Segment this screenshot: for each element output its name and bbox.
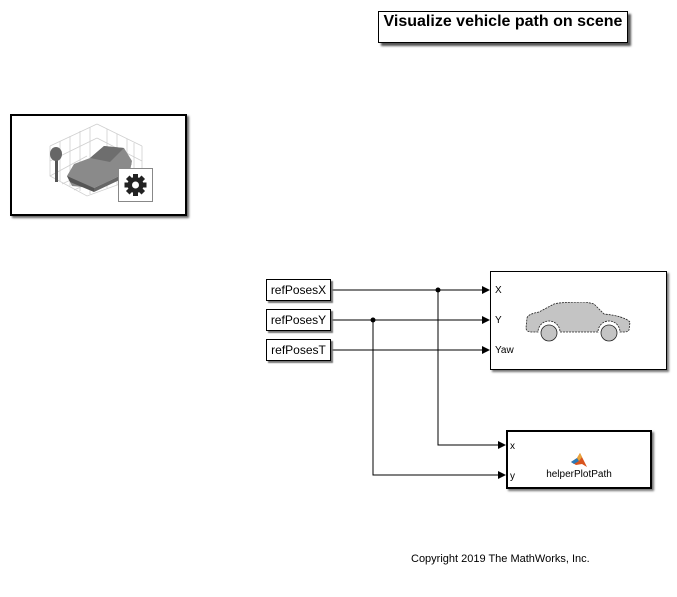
arrow-plot-x	[498, 441, 506, 449]
car-silhouette-icon	[525, 302, 631, 342]
arrow-plot-y	[498, 471, 506, 479]
parking-scene-icon	[49, 123, 143, 197]
arrow-x	[482, 286, 490, 294]
source-block-refposesy[interactable]: refPosesY	[266, 309, 331, 331]
arrow-yaw	[482, 346, 490, 354]
vehicle-visualization-block[interactable]: X Y Yaw	[490, 271, 667, 370]
branch-point-y	[370, 317, 376, 323]
helper-plot-path-block[interactable]: x y helperPlotPath	[506, 430, 652, 489]
copyright-text: Copyright 2019 The MathWorks, Inc.	[411, 553, 590, 565]
source-label: refPosesX	[270, 283, 327, 297]
port-label-y: Y	[495, 315, 502, 326]
source-block-refposest[interactable]: refPosesT	[266, 339, 331, 361]
wire-y-to-plot	[372, 320, 500, 476]
port-label-x: X	[495, 285, 502, 296]
gear-badge[interactable]	[118, 168, 153, 202]
source-label: refPosesT	[271, 343, 326, 357]
gear-icon	[124, 174, 147, 196]
matlab-logo-icon	[571, 453, 587, 467]
source-block-refposesx[interactable]: refPosesX	[266, 279, 331, 301]
scene-config-block[interactable]	[10, 114, 187, 216]
port-label-yaw: Yaw	[495, 345, 514, 356]
function-name: helperPlotPath	[546, 469, 612, 480]
port-label-x: x	[510, 441, 515, 452]
source-label: refPosesY	[270, 313, 327, 327]
wire-x-to-plot	[437, 290, 500, 446]
port-label-y: y	[510, 471, 515, 482]
title-text: Visualize vehicle path on scene	[383, 13, 623, 30]
title-annotation[interactable]: Visualize vehicle path on scene	[378, 11, 628, 43]
arrow-y	[482, 316, 490, 324]
branch-point-x	[435, 287, 441, 293]
